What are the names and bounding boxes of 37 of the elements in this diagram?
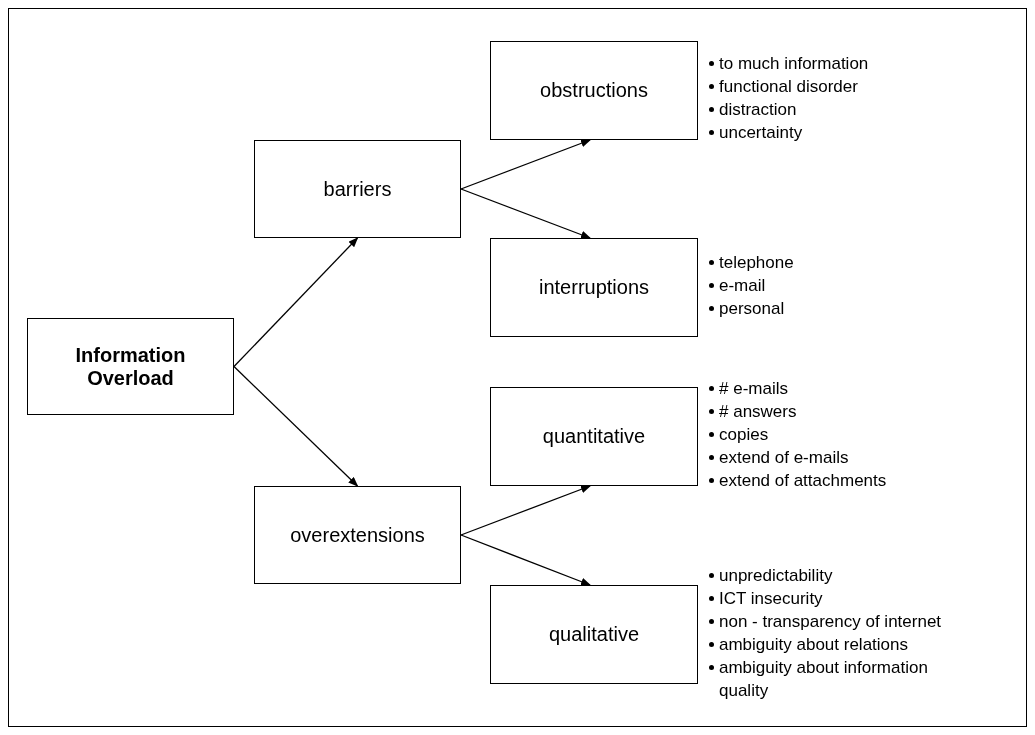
arrow — [233, 365, 359, 487]
bullet-item: uncertainty — [719, 123, 803, 142]
bullet-item: extend of e-mails — [719, 448, 849, 467]
arrow — [460, 534, 591, 586]
bullet-item: distraction — [719, 100, 797, 119]
bullet-item: telephone — [719, 253, 794, 272]
arrow — [460, 485, 591, 536]
process-box — [27, 318, 234, 415]
bullet-item: ambiguity about relations — [719, 635, 908, 654]
arrow — [460, 139, 591, 190]
bullet-item: copies — [719, 425, 769, 444]
bullet-item: # e-mails — [719, 379, 788, 398]
box-label: overextensions — [290, 523, 425, 547]
arrow — [233, 237, 359, 368]
box-label: obstructions — [540, 79, 648, 102]
process-box — [254, 486, 461, 584]
box-label: interruptions — [538, 276, 650, 299]
process-box — [254, 140, 461, 238]
bullet-item: e-mail — [719, 276, 766, 295]
arrow — [460, 188, 591, 239]
process-box — [490, 387, 698, 486]
process-box — [490, 238, 698, 337]
bullet-item: # answers — [719, 402, 797, 421]
process-box — [490, 41, 698, 140]
bullet-item: personal — [719, 299, 785, 318]
bullet-item: ambiguity about information quality — [719, 658, 928, 700]
bullet-item: functional disorder — [719, 77, 858, 96]
box-label: quantitative — [542, 425, 646, 448]
bullet-item: non - transparency of internet — [719, 612, 942, 631]
box-label: barriers — [323, 177, 392, 201]
box-label: qualitative — [548, 623, 640, 646]
process-box — [490, 585, 698, 684]
bullet-item: ICT insecurity — [719, 589, 823, 608]
bullet-item: extend of attachments — [719, 471, 887, 490]
bullet-item: to much information — [719, 54, 869, 73]
bullet-item: unpredictability — [719, 566, 833, 585]
box-label: Information Overload — [74, 343, 187, 390]
